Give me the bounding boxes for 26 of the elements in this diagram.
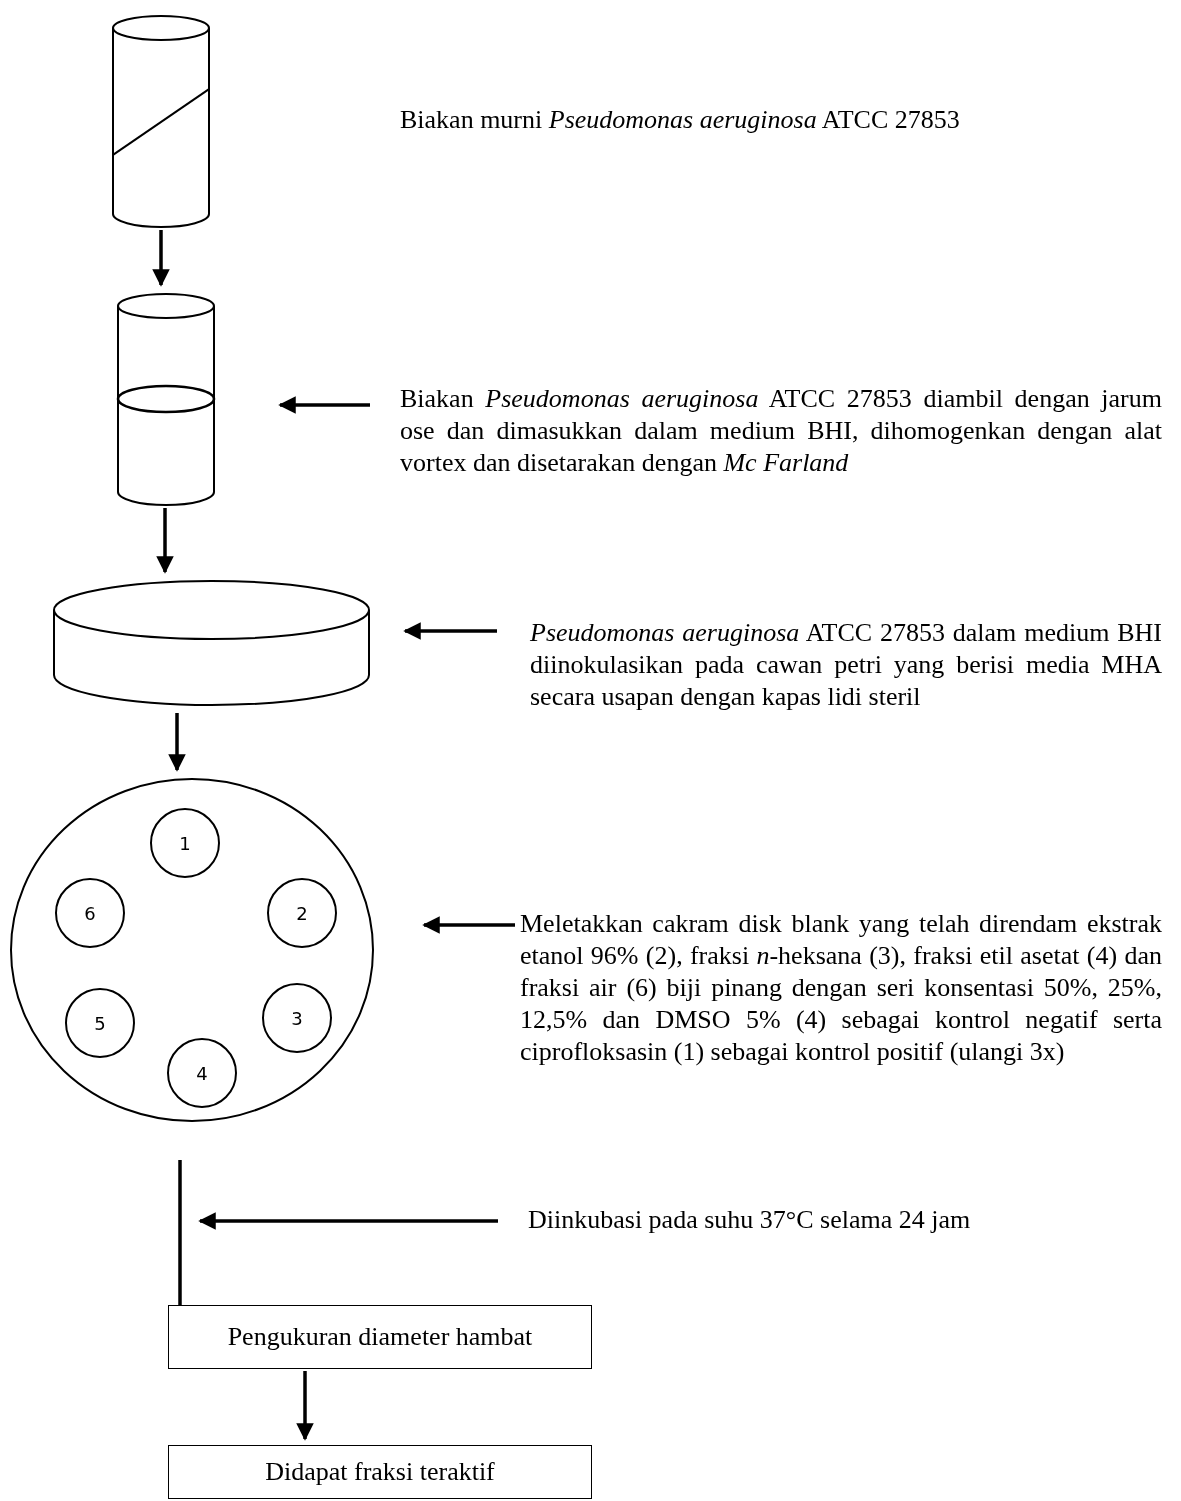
paper-disk: 1 <box>150 808 220 878</box>
step-box: Pengukuran diameter hambat <box>168 1305 592 1369</box>
connector-line <box>178 1160 182 1305</box>
step-description: Diinkubasi pada suhu 37°C selama 24 jam <box>528 1204 1148 1236</box>
paper-disk: 3 <box>262 983 332 1053</box>
arrow <box>296 1371 314 1441</box>
paper-disk: 6 <box>55 878 125 948</box>
petri-dish-drawing <box>53 580 370 705</box>
step-description: Biakan Pseudomonas aeruginosa ATCC 27853 diambil dengan jarum ose dan dimasukkan dalam medium BHI, dihomogenkan dengan alat vortex dan disetarakan dengan Mc Farland <box>400 383 1162 479</box>
arrow <box>278 396 370 414</box>
paper-disk: 5 <box>65 988 135 1058</box>
step-description: Meletakkan cakram disk blank yang telah direndam ekstrak etanol 96% (2), fraksi n-heksana (3), fraksi etil asetat (4) dan fraksi air (6) biji pinang dengan seri konsentasi 50%, 25%, 12,5% dan DMSO 5% (4) sebagai kontrol negatif serta ciprofloksasin (1) sebagai kontrol positif (ulangi 3x) <box>520 908 1162 1068</box>
test-tube-drawing <box>112 15 210 227</box>
arrow <box>168 713 186 772</box>
arrow <box>403 622 497 640</box>
arrow <box>422 916 515 934</box>
agar-plate-drawing <box>10 778 374 1122</box>
paper-disk: 4 <box>167 1038 237 1108</box>
test-tube-drawing <box>117 293 215 505</box>
step-description: Pseudomonas aeruginosa ATCC 27853 dalam medium BHI diinokulasikan pada cawan petri yang berisi media MHA secara usapan dengan kapas lidi steril <box>530 617 1162 713</box>
arrow <box>152 230 170 287</box>
step-box: Didapat fraksi teraktif <box>168 1445 592 1499</box>
paper-disk: 2 <box>267 878 337 948</box>
arrow <box>198 1212 498 1230</box>
step-caption: Biakan murni Pseudomonas aeruginosa ATCC 27853 <box>400 104 960 136</box>
arrow <box>156 508 174 574</box>
